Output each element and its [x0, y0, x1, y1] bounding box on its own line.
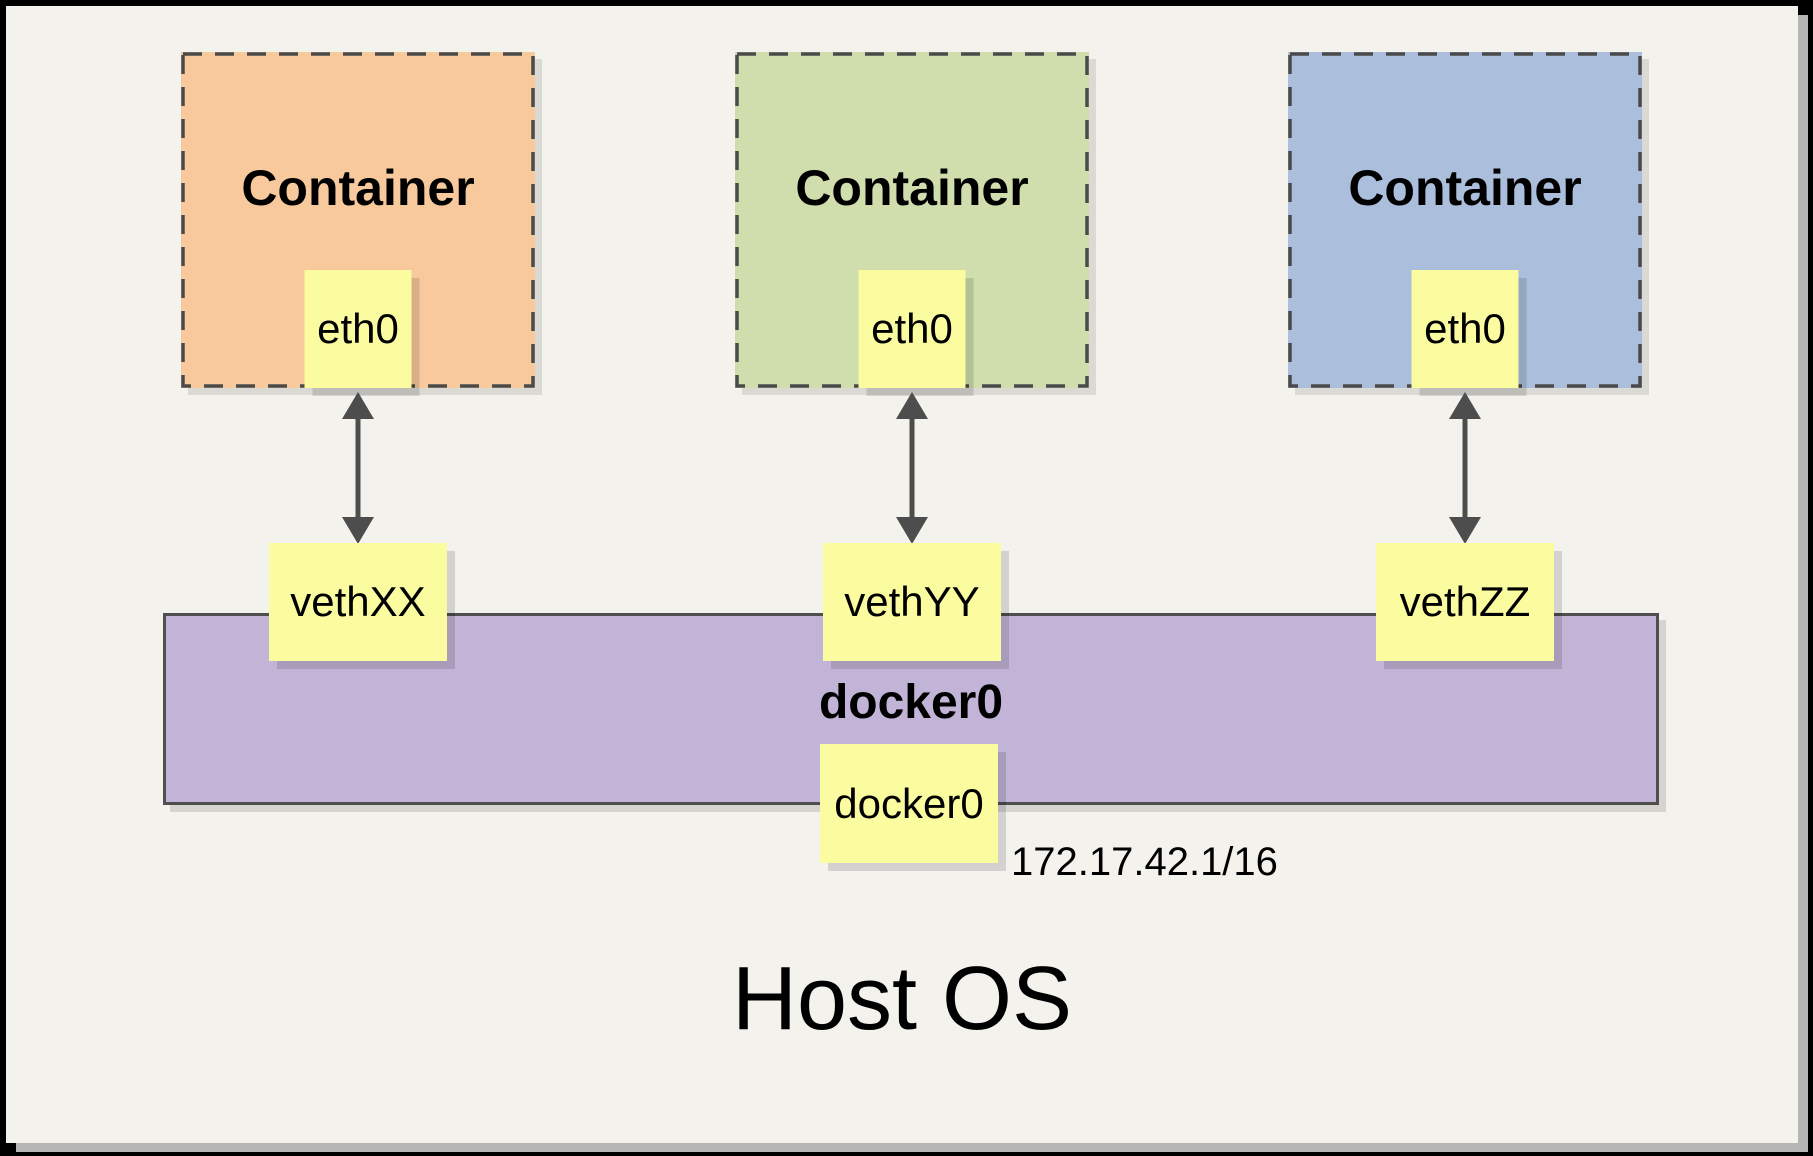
host-panel: docker0 docker0 172.17.42.1/16 Container…: [6, 6, 1798, 1143]
veth-chip: vethZZ: [1376, 543, 1554, 661]
veth-chip: vethXX: [269, 543, 447, 661]
container-label: Container: [795, 160, 1029, 216]
arrow-down-head-icon: [1449, 517, 1481, 544]
container-box-2: Container eth0: [735, 52, 1089, 388]
arrow-shaft: [1462, 412, 1468, 524]
eth0-chip: eth0: [1411, 270, 1519, 388]
dashed-border: [1288, 52, 1642, 388]
host-os-label: Host OS: [731, 949, 1073, 1049]
docker0-bridge-label: docker0: [818, 676, 1004, 729]
container-column-1: Container eth0 vethXX: [181, 52, 535, 661]
arrow-down-head-icon: [896, 517, 928, 544]
dashed-border: [735, 52, 1089, 388]
container-box-1: Container eth0: [181, 52, 535, 388]
container-column-2: Container eth0 vethYY: [735, 52, 1089, 661]
arrow-shaft: [355, 412, 361, 524]
arrow-shaft: [909, 412, 915, 524]
container-label: Container: [241, 160, 475, 216]
bridge-ip-address: 172.17.42.1/16: [1011, 840, 1278, 884]
eth0-chip: eth0: [304, 270, 412, 388]
container-label: Container: [1348, 160, 1582, 216]
eth0-chip: eth0: [858, 270, 966, 388]
arrow-down-head-icon: [342, 517, 374, 544]
bidirectional-arrow-icon: [1449, 392, 1481, 544]
docker0-interface-chip: docker0: [820, 744, 998, 863]
container-column-3: Container eth0 vethZZ: [1288, 52, 1642, 661]
container-box-3: Container eth0: [1288, 52, 1642, 388]
bidirectional-arrow-icon: [896, 392, 928, 544]
veth-chip: vethYY: [823, 543, 1001, 661]
dashed-border: [181, 52, 535, 388]
bidirectional-arrow-icon: [342, 392, 374, 544]
